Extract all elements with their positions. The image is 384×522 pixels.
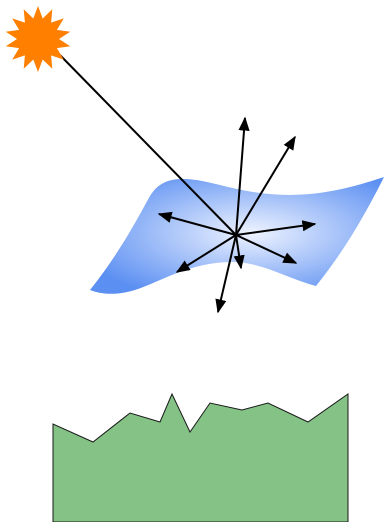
scattered-ray-arrow xyxy=(175,234,237,273)
scattered-ray-arrow xyxy=(235,135,296,236)
scattered-ray-arrow xyxy=(233,234,245,270)
incident-ray xyxy=(54,49,237,236)
ground-terrain xyxy=(52,392,349,522)
scattered-ray-arrow xyxy=(215,234,237,314)
scattered-ray-arrow xyxy=(235,116,250,236)
scattered-ray-arrow xyxy=(235,220,317,236)
scattered-rays xyxy=(157,116,317,314)
scattered-ray-arrow xyxy=(157,211,237,236)
scattered-ray-arrow xyxy=(235,234,298,264)
sun-starburst-icon xyxy=(5,6,71,72)
